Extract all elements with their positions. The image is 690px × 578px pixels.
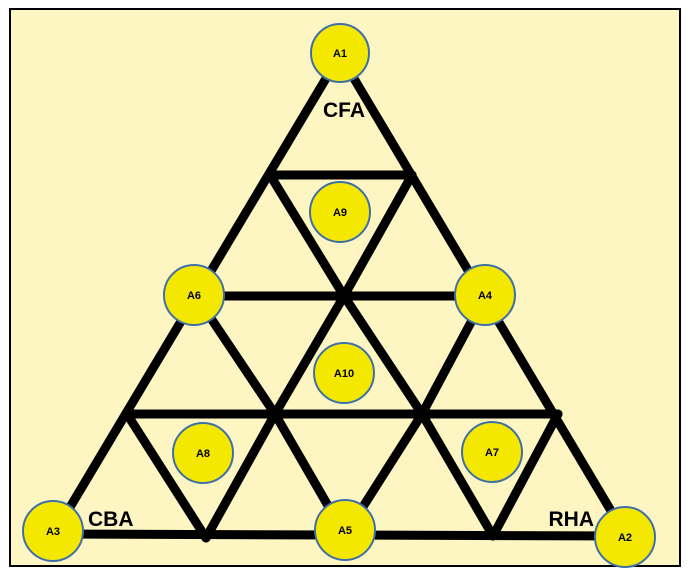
node-a2[interactable]: A2 [594, 506, 656, 568]
node-a5-label: A5 [338, 525, 352, 537]
node-a6-label: A6 [187, 290, 201, 302]
node-a5[interactable]: A5 [314, 499, 376, 561]
node-a6[interactable]: A6 [163, 264, 225, 326]
corner-label-rha: RHA [549, 508, 595, 531]
node-a1-circle [310, 23, 370, 83]
node-a8-label: A8 [196, 448, 210, 460]
node-a7[interactable]: A7 [461, 421, 523, 483]
node-a1-label: A1 [333, 48, 347, 60]
edge-lower-right-a [417, 409, 498, 541]
edge-lower-left-b [201, 409, 280, 543]
node-a8-circle [172, 422, 234, 484]
node-a9[interactable]: A9 [309, 181, 371, 243]
node-a9-circle [309, 181, 371, 243]
node-a4-label: A4 [478, 290, 493, 302]
edge-upper-inner-right [339, 170, 417, 301]
node-a5-circle [314, 499, 376, 561]
node-a7-circle [461, 421, 523, 483]
corner-label-cba: CBA [88, 508, 134, 531]
node-a2-label: A2 [618, 532, 632, 544]
node-a3-label: A3 [46, 526, 60, 538]
node-a7-label: A7 [485, 447, 499, 459]
node-a10-circle [313, 342, 375, 404]
node-a10-label: A10 [334, 368, 354, 380]
node-a1[interactable]: A1 [310, 23, 370, 83]
node-a8[interactable]: A8 [172, 422, 234, 484]
corner-label-cfa: CFA [323, 99, 365, 122]
edge-lower-left-a [122, 409, 211, 543]
node-a3-circle [22, 500, 84, 562]
node-a4[interactable]: A4 [454, 264, 516, 326]
node-a4-circle [454, 264, 516, 326]
edge-mid-center-right [339, 291, 427, 419]
node-a2-circle [594, 506, 656, 568]
edge-upper-inner-left [265, 170, 349, 301]
node-a3[interactable]: A3 [22, 500, 84, 562]
node-a10[interactable]: A10 [313, 342, 375, 404]
edge-mid-center-left [270, 291, 349, 419]
node-a6-circle [163, 264, 225, 326]
node-a9-label: A9 [333, 207, 347, 219]
edge-lower-right-b [488, 409, 563, 541]
